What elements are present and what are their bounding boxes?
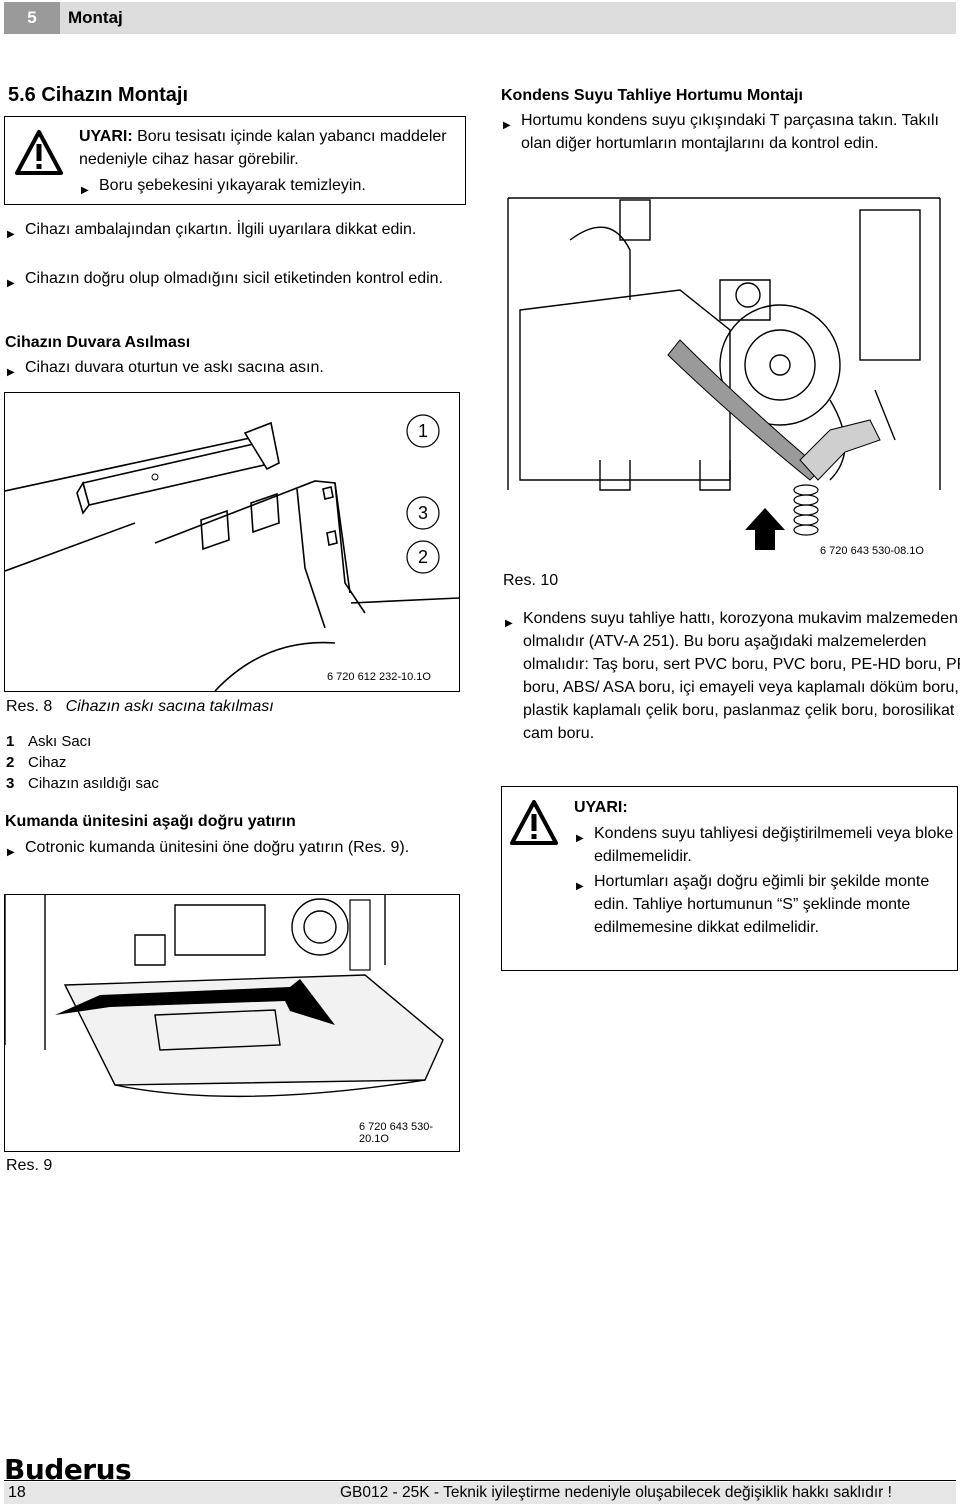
warning-1-bullet: Boru şebekesini yıkayarak temizleyin. (79, 174, 459, 202)
figure-8-caption-label: Res. 8 (6, 698, 53, 715)
callout-3-circle (406, 496, 440, 530)
warning-1-lead: UYARI: (79, 128, 133, 145)
subheading-control-unit: Kumanda ünitesini aşağı doğru yatırın (5, 813, 296, 830)
callout-2-circle (406, 540, 440, 574)
warning-1-body: Boru tesisatı içinde kalan yabancı madde… (79, 128, 447, 168)
figure-9-code: 6 720 643 530-20.1O (359, 1121, 434, 1145)
bullet-check-label: Cihazın doğru olup olmadığını sicil etik… (5, 267, 480, 295)
bullet-attach-hose: Hortumu kondens suyu çıkışındaki T parça… (501, 109, 960, 155)
chapter-header-bar (4, 2, 956, 34)
footer-text: GB012 - 25K - Teknik iyileştirme nedeniy… (340, 1484, 892, 1501)
figure-9-caption: Res. 9 (6, 1157, 53, 1174)
warning-2-lead: UYARI: (574, 799, 628, 816)
warning-box-2: UYARI: Kondens suyu tahliyesi değiştiril… (501, 786, 958, 971)
condensate-hose-illustration (507, 197, 941, 550)
warning-1-text: UYARI: Boru tesisatı içinde kalan yabanc… (79, 125, 459, 171)
chapter-title: Montaj (68, 8, 123, 27)
figure-8-caption: Res. 8 Cihazın askı sacına takılması (6, 698, 274, 716)
callout-1-circle (406, 414, 440, 448)
bullet-unpack: Cihazı ambalajından çıkartın. İlgili uya… (5, 218, 480, 246)
subheading-wall-mount: Cihazın Duvara Asılması (5, 334, 191, 351)
subheading-condensate-hose: Kondens Suyu Tahliye Hortumu Montajı (501, 87, 803, 104)
chapter-number: 5 (4, 2, 60, 34)
footer-bar (4, 1482, 956, 1504)
figure-9: 6 720 643 530-20.1O (4, 894, 460, 1152)
callout-3-label: 3 (417, 503, 428, 523)
bullet-pipe-material: Kondens suyu tahliye hattı, korozyona mu… (503, 607, 960, 745)
figure-10-caption: Res. 10 (503, 572, 559, 589)
warning-triangle-icon (15, 130, 63, 175)
warning-2-bullet-2: Hortumları aşağı doğru eğimli bir şekild… (574, 870, 960, 939)
callout-2-label: 2 (417, 547, 428, 567)
figure-10: 6 720 643 530-08.1O (500, 190, 956, 568)
control-unit-tilt-illustration (5, 895, 444, 1098)
warning-triangle-icon (510, 800, 558, 845)
figure-8: 1 3 2 6 720 612 232-10.1O (4, 392, 460, 692)
warning-2-bullet-1: Kondens suyu tahliyesi değiştirilmemeli … (574, 822, 960, 868)
mounting-bracket-illustration (5, 421, 459, 691)
warning-box-1: UYARI: Boru tesisatı içinde kalan yabanc… (4, 116, 466, 205)
figure-10-code: 6 720 643 530-08.1O (820, 545, 924, 557)
callout-1-label: 1 (417, 421, 428, 441)
section-title: 5.6 Cihazın Montajı (8, 84, 189, 106)
bullet-tilt-control-unit: Cotronic kumanda ünitesini öne doğru yat… (5, 836, 445, 864)
figure-8-caption-text: Cihazın askı sacına takılması (65, 698, 274, 715)
footer-divider (4, 1480, 956, 1481)
page-number: 18 (8, 1484, 26, 1501)
bullet-hang-device: Cihazı duvara oturtun ve askı sacına ası… (5, 356, 480, 384)
figure-8-code: 6 720 612 232-10.1O (327, 671, 431, 683)
